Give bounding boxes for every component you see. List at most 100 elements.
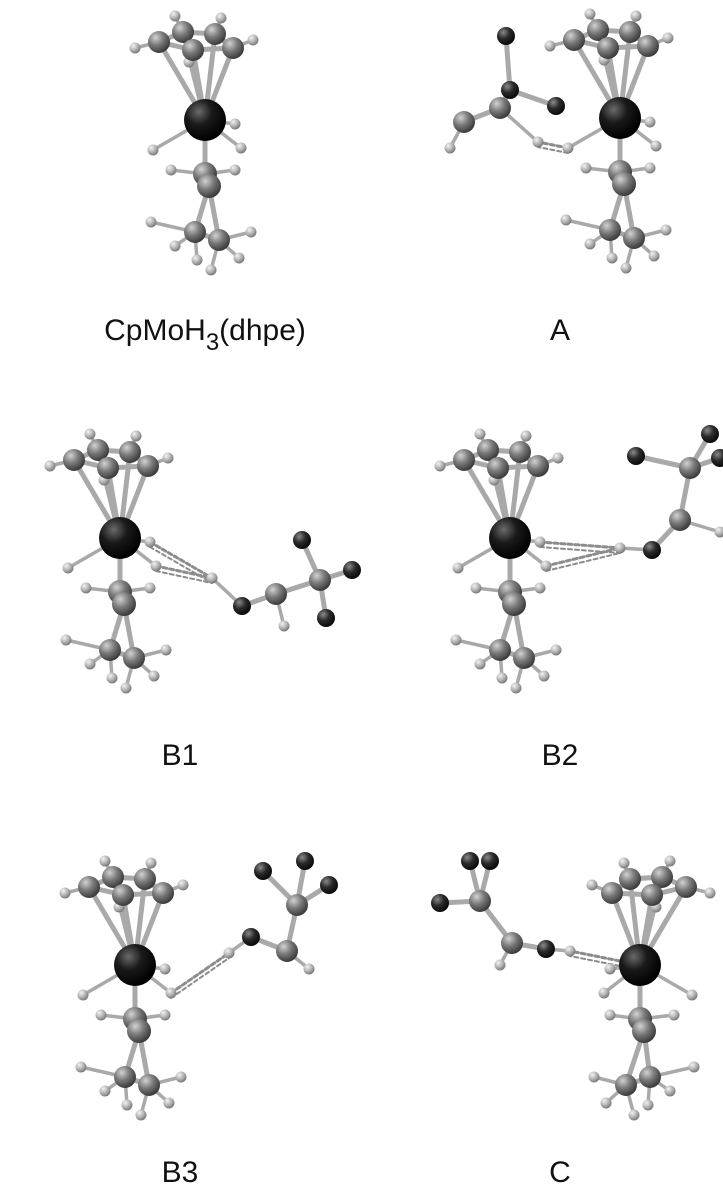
carbon-atom — [114, 1066, 136, 1088]
hydrogen-atom — [550, 644, 562, 656]
hydrogen-atom — [165, 164, 177, 176]
hydrogen-bond — [545, 552, 621, 572]
carbon-atom — [637, 35, 659, 57]
hydrogen-atom — [534, 536, 546, 548]
hydrogen-atom — [630, 10, 642, 22]
hydrogen-bond — [155, 570, 213, 584]
heteroatom — [293, 531, 311, 549]
atoms — [434, 425, 723, 694]
carbon-atom — [599, 219, 621, 241]
carbon-atom — [78, 876, 100, 898]
carbon-atom — [453, 111, 475, 133]
hydrogen-atom — [584, 8, 596, 20]
hydrogen-atom — [245, 226, 257, 238]
bonds — [48, 432, 355, 690]
carbon-atom — [182, 39, 204, 61]
hydrogen-atom — [144, 536, 156, 548]
carbon-atom — [204, 23, 226, 45]
hydrogen-atom — [452, 562, 464, 574]
hydrogen-atom — [148, 670, 160, 682]
carbon-atom — [501, 932, 523, 954]
hydrogen-atom — [130, 430, 142, 442]
hydrogen-atom — [223, 947, 235, 959]
panel-a — [444, 8, 674, 274]
carbon-atom — [619, 21, 641, 43]
hydrogen-atom — [474, 658, 486, 670]
atoms — [44, 428, 361, 694]
carbon-atom — [99, 639, 121, 661]
hydrogen-atom — [169, 240, 181, 252]
carbon-atom — [675, 876, 697, 898]
bond — [503, 33, 513, 93]
metal-atom — [619, 944, 661, 986]
carbon-atom — [138, 1074, 160, 1096]
heteroatom — [254, 862, 272, 880]
carbon-atom — [123, 647, 145, 669]
carbon-atom — [87, 439, 109, 461]
hydrogen-atom — [99, 1085, 111, 1097]
hydrogen-atom — [175, 1071, 187, 1083]
hydrogen-atom — [162, 452, 174, 464]
hydrogen-atom — [642, 1099, 654, 1111]
phosphorus-atom — [197, 174, 221, 198]
hydrogen-atom — [444, 142, 456, 154]
hydrogen-atom — [704, 887, 716, 899]
hydrogen-atom — [60, 634, 72, 646]
hydrogen-atom — [606, 252, 618, 264]
carbon-atom — [276, 940, 298, 962]
hydrogen-atom — [496, 672, 508, 684]
panel-label-b1: B1 — [162, 739, 199, 772]
hydrogen-atom — [494, 959, 506, 971]
phosphorus-atom — [502, 592, 526, 616]
hydrogen-atom — [668, 1009, 680, 1021]
hydrogen-atom — [229, 164, 241, 176]
carbon-atom — [615, 1074, 637, 1096]
metal-atom — [114, 944, 156, 986]
hydrogen-atom — [303, 963, 315, 975]
carbon-atom — [112, 884, 134, 906]
metal-atom — [99, 517, 141, 559]
hydrogen-atom — [614, 542, 626, 554]
panel-b1 — [44, 428, 361, 694]
hydrogen-atom — [688, 1061, 700, 1073]
hydrogen-atom — [80, 582, 92, 594]
carbon-atom — [477, 439, 499, 461]
heteroatom — [497, 27, 515, 45]
carbon-atom — [469, 890, 491, 912]
metal-atom — [599, 97, 641, 139]
hydrogen-atom — [686, 989, 698, 1001]
phosphorus-atom — [632, 1019, 656, 1043]
carbon-atom — [309, 569, 331, 591]
hydrogen-atom — [560, 214, 572, 226]
hydrogen-bond — [170, 957, 230, 999]
hydrogen-atom — [532, 136, 544, 148]
carbon-atom — [489, 97, 511, 119]
heteroatom — [233, 597, 251, 615]
heteroatom — [501, 81, 519, 99]
hydrogen-atom — [191, 254, 203, 266]
hydrogen-atom — [169, 10, 181, 22]
heteroatom — [296, 852, 314, 870]
hydrogen-atom — [510, 682, 522, 694]
hydrogen-atom — [147, 144, 159, 156]
carbon-atom — [509, 441, 531, 463]
heteroatom — [537, 940, 555, 958]
hydrogen-atom — [662, 32, 674, 44]
hydrogen-atom — [144, 582, 156, 594]
hydrogen-atom — [163, 1097, 175, 1109]
carbon-atom — [487, 457, 509, 479]
carbon-atom — [63, 449, 85, 471]
hydrogen-atom — [177, 879, 189, 891]
hydrogen-atom — [229, 118, 241, 130]
carbon-atom — [119, 441, 141, 463]
carbon-atom — [639, 1066, 661, 1088]
hydrogen-atom — [62, 562, 74, 574]
hydrogen-atom — [434, 460, 446, 472]
hydrogen-atom — [540, 560, 552, 572]
hydrogen-atom — [660, 224, 672, 236]
panel-label-a: A — [550, 314, 570, 347]
hydrogen-atom — [544, 40, 556, 52]
hydrogen-atom — [205, 264, 217, 276]
carbon-atom — [527, 455, 549, 477]
hydrogen-atom — [604, 963, 616, 975]
